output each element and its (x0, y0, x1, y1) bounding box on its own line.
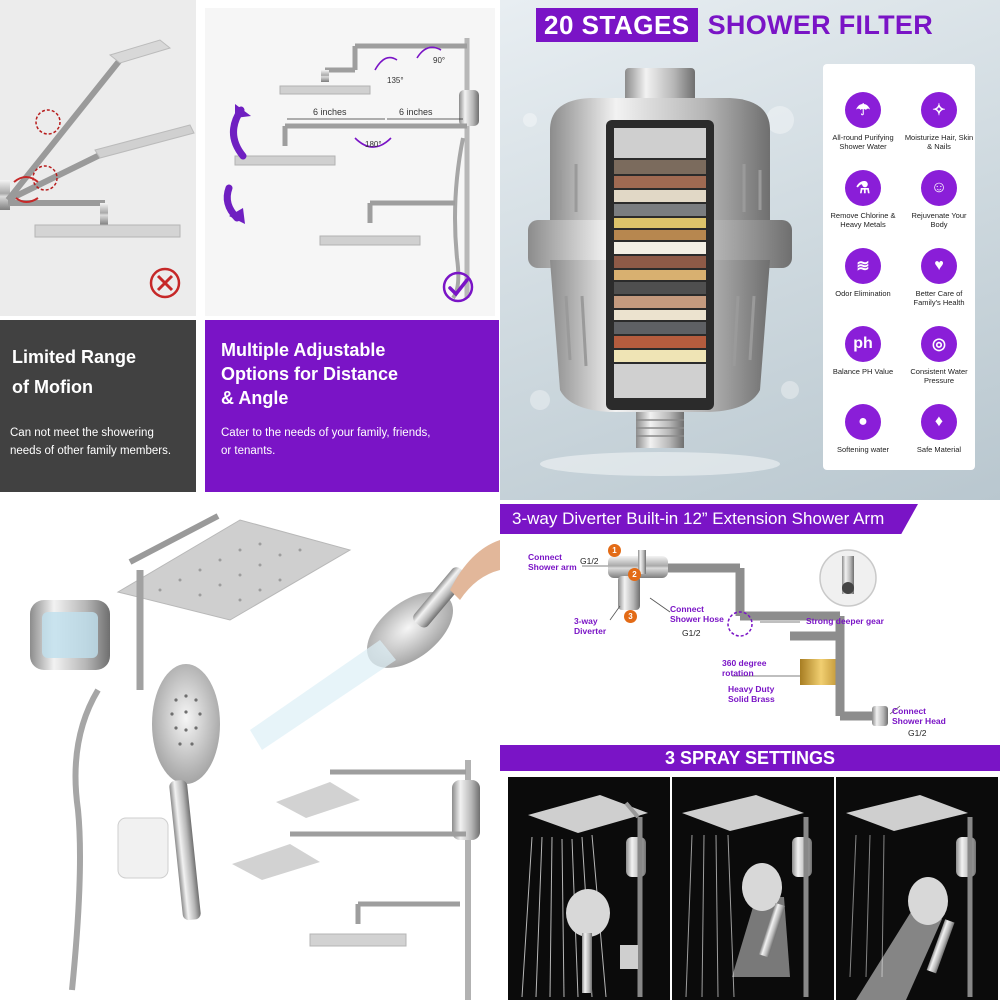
diverter-diagram (500, 536, 1000, 744)
callout-number-1: 1 (608, 544, 621, 557)
callout-number-2: 2 (628, 568, 641, 581)
filter-feature-item: ☂ All-round Purifying Shower Water (827, 92, 899, 151)
connect-head-label: Connect Shower Head (892, 706, 946, 726)
three-way-diverter-label: 3-way Diverter (574, 616, 607, 636)
limited-motion-card: Limited Range of Mofion Can not meet the… (0, 320, 196, 492)
diverter-section: 3-way Diverter Built-in 12” Extension Sh… (500, 500, 1000, 745)
dimension-label-a: 6 inches (313, 107, 347, 117)
spray-settings-section: 3 SPRAY SETTINGS (500, 745, 1000, 1000)
shield-hands-icon: ♦ (921, 404, 957, 440)
angle-label-90: 90° (433, 56, 446, 65)
brass-label: Heavy Duty Solid Brass (728, 684, 775, 704)
multiple-options-description: Cater to the needs of your family, frien… (221, 427, 431, 457)
thread-in-label: G1/2 (580, 556, 599, 566)
limited-motion-illustration (0, 0, 196, 316)
angle-label-180: 180° (365, 140, 382, 149)
filter-feature-item: ⚗ Remove Chlorine & Heavy Metals (827, 170, 899, 229)
connect-arm-label: Connect Shower arm (528, 552, 577, 572)
limited-motion-title: Limited Range of Mofion (12, 347, 137, 397)
rotation-label: 360 degree rotation (722, 658, 767, 678)
filter-feature-label: Remove Chlorine & Heavy Metals (830, 211, 896, 229)
spray-mode-combo-photo (836, 777, 998, 1000)
comparison-section: 6 inches 6 inches 135° 90° 180° Limited … (0, 0, 500, 500)
connect-hose-label: Connect Shower Hose (670, 604, 724, 624)
filter-feature-item: ♦ Safe Material (903, 404, 975, 454)
nose-icon: ≋ (845, 248, 881, 284)
filter-heading-text: SHOWER FILTER (707, 9, 934, 40)
shower-filter-section: 20 STAGES SHOWER FILTER (500, 0, 1000, 500)
filter-heading-highlight: 20 STAGES (536, 8, 698, 42)
shower-drop-icon: ☂ (845, 92, 881, 128)
dimension-label-b: 6 inches (399, 107, 433, 117)
filter-feature-label: Consistent Water Pressure (910, 367, 968, 385)
spray-mode-massage-photo (672, 777, 834, 1000)
multiple-options-illustration: 6 inches 6 inches 135° 90° 180° (205, 8, 495, 316)
filter-feature-label: Safe Material (916, 445, 962, 454)
thread-head-label: G1/2 (908, 728, 927, 738)
callout-number-3: 3 (624, 610, 637, 623)
filter-feature-item: ☺ Rejuvenate Your Body (903, 170, 975, 229)
heart-family-icon: ♥ (921, 248, 957, 284)
filter-feature-label: Better Care of Family's Health (913, 289, 965, 307)
filter-cutaway-image (510, 60, 810, 480)
diverter-banner: 3-way Diverter Built-in 12” Extension Sh… (500, 504, 918, 534)
face-sparkle-icon: ✧ (921, 92, 957, 128)
filter-feature-label: Softening water (836, 445, 890, 454)
product-overview-photo (0, 500, 500, 1000)
filter-feature-item: ● Softening water (827, 404, 899, 454)
multiple-options-title: Multiple Adjustable Options for Distance… (221, 340, 399, 408)
angle-label-135: 135° (387, 76, 404, 85)
filter-feature-item: ≋ Odor Elimination (827, 248, 899, 298)
water-drop-icon: ● (845, 404, 881, 440)
filter-feature-label: Rejuvenate Your Body (911, 211, 967, 229)
gauge-icon: ◎ (921, 326, 957, 362)
filter-feature-item: ◎ Consistent Water Pressure (903, 326, 975, 385)
limited-motion-description: Can not meet the showering needs of othe… (10, 427, 172, 457)
ph-drop-icon: ph (845, 326, 881, 362)
filter-feature-label: Moisturize Hair, Skin & Nails (904, 133, 974, 151)
flask-icon: ⚗ (845, 170, 881, 206)
x-circle-icon (148, 266, 182, 300)
thread-hose-label: G1/2 (682, 628, 701, 638)
gear-label: Strong deeper gear (806, 616, 884, 626)
spray-mode-rain-photo (508, 777, 670, 1000)
filter-feature-label: Balance PH Value (832, 367, 894, 376)
check-circle-icon (441, 270, 475, 304)
filter-feature-label: All-round Purifying Shower Water (832, 133, 894, 151)
filter-feature-item: ✧ Moisturize Hair, Skin & Nails (903, 92, 975, 151)
filter-feature-label: Odor Elimination (835, 289, 891, 298)
face-icon: ☺ (921, 170, 957, 206)
filter-features-panel: ☂ All-round Purifying Shower Water ✧ Moistu… (823, 64, 975, 470)
multiple-options-card: Multiple Adjustable Options for Distance… (205, 320, 499, 492)
filter-heading: 20 STAGES SHOWER FILTER (536, 8, 933, 42)
spray-settings-banner: 3 SPRAY SETTINGS (500, 745, 1000, 771)
filter-feature-item: ♥ Better Care of Family's Health (903, 248, 975, 307)
